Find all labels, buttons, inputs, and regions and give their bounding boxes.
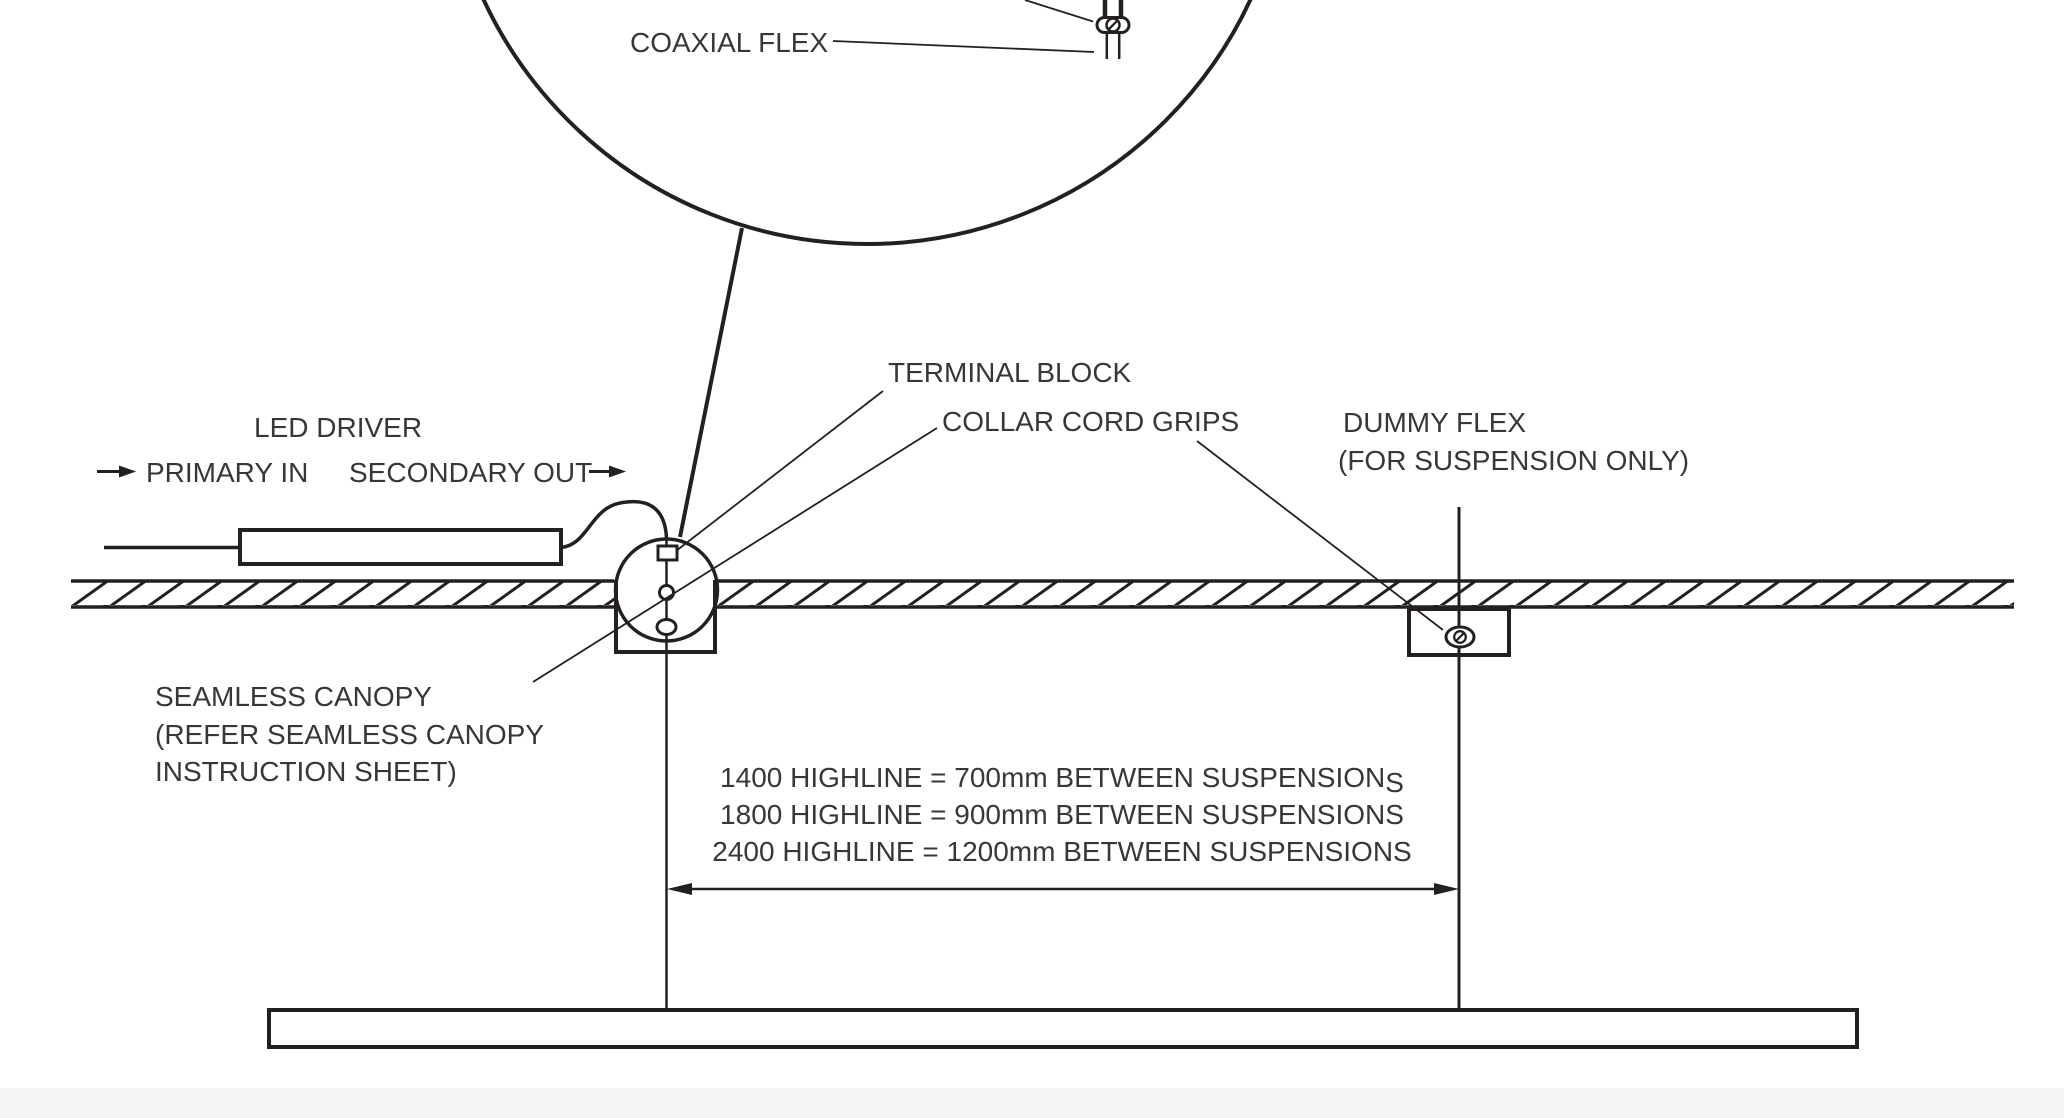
dimension-arrowhead-left (667, 883, 692, 895)
terminal-block-icon (656, 544, 679, 562)
terminal-block-label: TERMINAL BLOCK (888, 357, 1132, 388)
led-driver-label: LED DRIVER (254, 412, 422, 443)
seamless-canopy-assembly (613, 537, 720, 1010)
dummy-flex-label-line1: DUMMY FLEX (1343, 407, 1526, 438)
dimension-line-1400-main: 1400 HIGHLINE = 700mm BETWEEN SUSPENSION (720, 762, 1385, 793)
secondary-arrow-head (609, 465, 626, 478)
primary-arrow-head (119, 465, 136, 478)
luminaire-profile-bar (267, 1008, 1859, 1049)
dimension-line-1400: 1400 HIGHLINE = 700mm BETWEEN SUSPENSION… (720, 762, 1404, 798)
dimension-line-1400-dropped-s: S (1385, 767, 1404, 798)
coaxial-flex-fitting-icon (1095, 0, 1131, 59)
primary-in-label: PRIMARY IN (146, 457, 308, 488)
dummy-flex-label-line2: (FOR SUSPENSION ONLY) (1338, 445, 1689, 476)
screw-head-icon (1105, 17, 1121, 33)
coaxial-flex-label: COAXIAL FLEX (630, 27, 828, 58)
dimension-line-1800: 1800 HIGHLINE = 900mm BETWEEN SUSPENSION… (720, 799, 1404, 830)
ceiling-hatch-left (71, 582, 614, 606)
leader-coaxial-flex (832, 40, 1095, 53)
ceiling-hatch-right (718, 582, 2014, 606)
dummy-flex-grip-icon (1444, 625, 1476, 649)
leader-collar-cord-grips-left (532, 427, 938, 683)
screw-slot (1455, 632, 1465, 642)
seamless-canopy-label-line2: (REFER SEAMLESS CANOPY (155, 719, 544, 750)
dimension-line-2400: 2400 HIGHLINE = 1200mm BETWEEN SUSPENSIO… (712, 836, 1411, 867)
arrow-right-icon (589, 465, 626, 478)
seamless-canopy-label-line3: INSTRUCTION SHEET) (155, 756, 457, 787)
dimension-arrow-icon (667, 883, 1459, 895)
leader-collar-cord-grips-right (1196, 440, 1444, 631)
dimension-arrowhead-right (1434, 883, 1459, 895)
collar-cord-grips-label: COLLAR CORD GRIPS (942, 406, 1239, 437)
arrow-right-icon (97, 465, 136, 478)
leader-terminal-block (675, 390, 884, 552)
secondary-out-wire (560, 499, 669, 550)
detail-callout-line (678, 227, 744, 538)
dummy-flex-box (1407, 607, 1511, 657)
leader-upper-cutoff (1024, 0, 1094, 23)
detail-bubble-circle (481, 0, 1253, 246)
seamless-canopy-label-line1: SEAMLESS CANOPY (155, 681, 432, 712)
screw-slot (1107, 19, 1119, 31)
secondary-out-label: SECONDARY OUT (349, 457, 592, 488)
cord-grip-icon (655, 618, 678, 636)
page-bottom-strip (0, 1088, 2064, 1118)
dimension-table: 1400 HIGHLINE = 700mm BETWEEN SUSPENSION… (712, 762, 1411, 867)
led-driver-box (238, 528, 563, 566)
